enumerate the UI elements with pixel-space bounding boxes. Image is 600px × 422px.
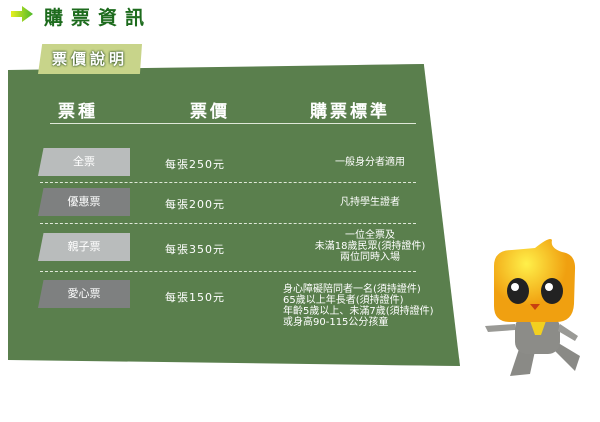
criteria-line: 一位全票及 (345, 230, 395, 241)
col-header-criteria: 購票標準 (310, 102, 390, 122)
ticket-price: 每張150元 (165, 291, 225, 304)
mascot-illustration (485, 239, 580, 376)
ticket-criteria: 一般身分者適用 (335, 157, 405, 168)
criteria-line: 65歲以上年長者(須持證件) (283, 295, 404, 306)
ticket-price: 每張350元 (165, 243, 225, 256)
ticket-type-tag: 全票 (38, 148, 130, 176)
criteria-line: 兩位同時入場 (340, 252, 400, 263)
criteria-line: 身心障礙陪同者一名(須持證件) (283, 284, 421, 295)
col-header-type: 票種 (58, 102, 98, 122)
ticket-criteria: 一位全票及 未滿18歲民眾(須持證件) 兩位同時入場 (270, 230, 470, 263)
criteria-line: 年齡5歲以上、未滿7歲(須持證件) (283, 306, 434, 317)
ticket-price: 每張200元 (165, 198, 225, 211)
row-divider (40, 182, 416, 183)
arrow-right-icon (11, 6, 33, 22)
ticket-type-tag: 優惠票 (38, 188, 130, 216)
ticket-criteria: 凡持學生證者 (340, 197, 400, 208)
ticket-type-tag: 愛心票 (38, 280, 130, 308)
row-divider (40, 223, 416, 224)
criteria-line: 未滿18歲民眾(須持證件) (314, 241, 426, 252)
section-tab: 票價說明 (38, 44, 142, 74)
ticket-price: 每張250元 (165, 158, 225, 171)
header-divider (50, 123, 416, 124)
ticket-type-tag: 親子票 (38, 233, 130, 261)
page-title: 購票資訊 (44, 7, 153, 29)
col-header-price: 票價 (190, 102, 230, 122)
row-divider (40, 271, 416, 272)
criteria-line: 或身高90-115公分孩童 (283, 317, 389, 328)
ticket-criteria: 身心障礙陪同者一名(須持證件) 65歲以上年長者(須持證件) 年齡5歲以上、未滿… (283, 284, 483, 328)
